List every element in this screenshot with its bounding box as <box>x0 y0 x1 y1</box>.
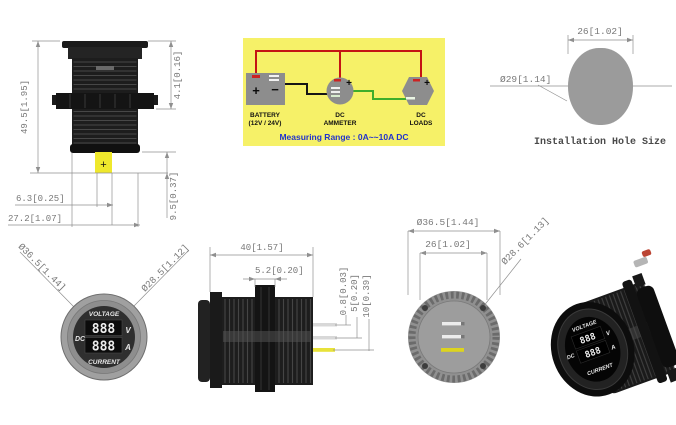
battery-plus-mark: + <box>252 83 260 98</box>
dimension-arrows <box>210 252 313 282</box>
hole-dim-arrows <box>568 37 633 43</box>
wiring-diagram: + − + + BATTERY (12V / 24V) DC AMMETER D… <box>243 38 445 146</box>
wire-2 <box>313 336 337 340</box>
battery-minus-mark: − <box>271 82 279 97</box>
current-caption: CURRENT <box>88 359 121 366</box>
side-elevation-view: + 49.5[1.95] 4.1[0.16] 9.5[0.37] <box>8 40 183 228</box>
positive-wire-stub <box>95 152 112 173</box>
battery-label: BATTERY <box>250 112 281 119</box>
installation-hole-caption: Installation Hole Size <box>534 136 666 148</box>
dim-front-bezel-diameter: Ø28.5[1.12] <box>139 242 191 294</box>
loads-plus-mark: + <box>424 78 430 89</box>
device-side-silhouette: + <box>52 41 158 173</box>
ammeter-symbol: + <box>326 77 354 105</box>
product-photo: VOLTAGE 888 V 888 A DC CURRENT <box>550 249 676 397</box>
voltage-label: VOLTAGE <box>89 311 120 318</box>
dim-hole-diameter: Ø29[1.14] <box>500 74 551 85</box>
load-wire <box>353 90 409 100</box>
dim-front-outer-diameter: Ø36.5[1.44] <box>16 241 68 293</box>
back-wire-2 <box>442 335 463 339</box>
wire-1 <box>313 323 337 327</box>
voltage-display <box>570 325 606 350</box>
installation-hole-shape <box>568 48 633 125</box>
loads-symbol: + <box>402 77 434 105</box>
wire-terminal-stub <box>633 256 648 268</box>
current-display <box>84 337 123 354</box>
current-unit: A <box>124 343 131 352</box>
ammeter-label-2: AMMETER <box>324 120 357 127</box>
hex-nut <box>56 93 154 109</box>
dim-wire-length: 9.5[0.37] <box>169 172 179 221</box>
wire-plus-mark: + <box>100 159 106 171</box>
measuring-range-text: Measuring Range : 0A~~10A DC <box>279 132 408 142</box>
ammeter-label-1: DC <box>335 112 345 119</box>
dimension-arrows <box>408 228 500 256</box>
current-display <box>575 340 611 364</box>
back-wire-1 <box>442 322 463 326</box>
gauge-back-view: Ø36.5[1.44] 26[1.02] Ø28.6[1.13] <box>407 215 551 383</box>
gauge-face: VOLTAGE 888 V 888 A DC CURRENT <box>60 293 148 381</box>
current-digits: 888 <box>92 340 116 355</box>
dim-body-width: 27.2[1.07] <box>8 214 62 224</box>
dim-back-outer-diameter: Ø36.5[1.44] <box>417 217 480 228</box>
dim-wire-diameter: 0.8[0.03] <box>339 267 349 316</box>
dimension-lines <box>407 230 522 313</box>
dimension-arrows <box>35 41 174 228</box>
positive-wire <box>255 50 422 79</box>
ammeter-plus-mark: + <box>346 78 352 89</box>
knurl-ring <box>408 291 500 383</box>
dc-label: DC <box>75 336 86 343</box>
device-horizontal-silhouette <box>198 285 337 392</box>
dimension-lines <box>8 40 176 227</box>
back-face <box>408 291 500 383</box>
dim-nut-thickness: 5.2[0.20] <box>255 266 304 276</box>
wire-3-yellow <box>313 348 335 352</box>
battery-symbol: + − <box>246 73 285 105</box>
voltage-display <box>84 319 123 336</box>
dim-wire-width: 6.3[0.25] <box>16 194 65 204</box>
loads-label-2: LOADS <box>410 120 433 127</box>
bezel-dia-leader <box>133 250 189 307</box>
dc-label: DC <box>566 353 576 362</box>
dim-back-mount-circle: 26[1.02] <box>425 239 471 250</box>
voltage-unit: V <box>605 330 612 337</box>
dim-wire-pitch: 5[0.20] <box>350 274 360 312</box>
product-3d-body: VOLTAGE 888 V 888 A DC CURRENT <box>550 249 676 397</box>
nut-facets <box>69 94 131 108</box>
current-unit: A <box>610 345 617 352</box>
dim-wire-span: 10[0.39] <box>362 274 372 317</box>
outer-dia-leader <box>19 251 75 308</box>
installation-hole-view: 26[1.02] Ø29[1.14] Installation Hole Siz… <box>490 26 672 148</box>
product-face: VOLTAGE 888 V 888 A DC CURRENT <box>550 302 635 397</box>
back-wire-3-yellow <box>441 348 464 352</box>
dim-back-thread-diameter: Ø28.6[1.13] <box>499 215 551 267</box>
loads-label-1: DC <box>416 112 426 119</box>
dim-total-length: 40[1.57] <box>240 243 283 253</box>
negative-wire <box>285 83 329 95</box>
hole-dim-lines <box>537 35 634 102</box>
side-view-horizontal: 40[1.57] 5.2[0.20] 0.8[0.03] 5[0.20] 10[… <box>198 243 374 392</box>
dim-hole-flat-width: 26[1.02] <box>577 26 623 37</box>
red-wire-stub <box>641 249 652 257</box>
dim-total-height: 49.5[1.95] <box>20 80 30 134</box>
battery-rating-label: (12V / 24V) <box>249 120 282 127</box>
dim-flange: 4.1[0.16] <box>173 51 183 100</box>
voltage-digits: 888 <box>92 322 116 337</box>
gauge-front-view: Ø36.5[1.44] Ø28.5[1.12] VOLTAGE 888 V 88… <box>16 241 191 381</box>
voltage-unit: V <box>125 326 131 335</box>
